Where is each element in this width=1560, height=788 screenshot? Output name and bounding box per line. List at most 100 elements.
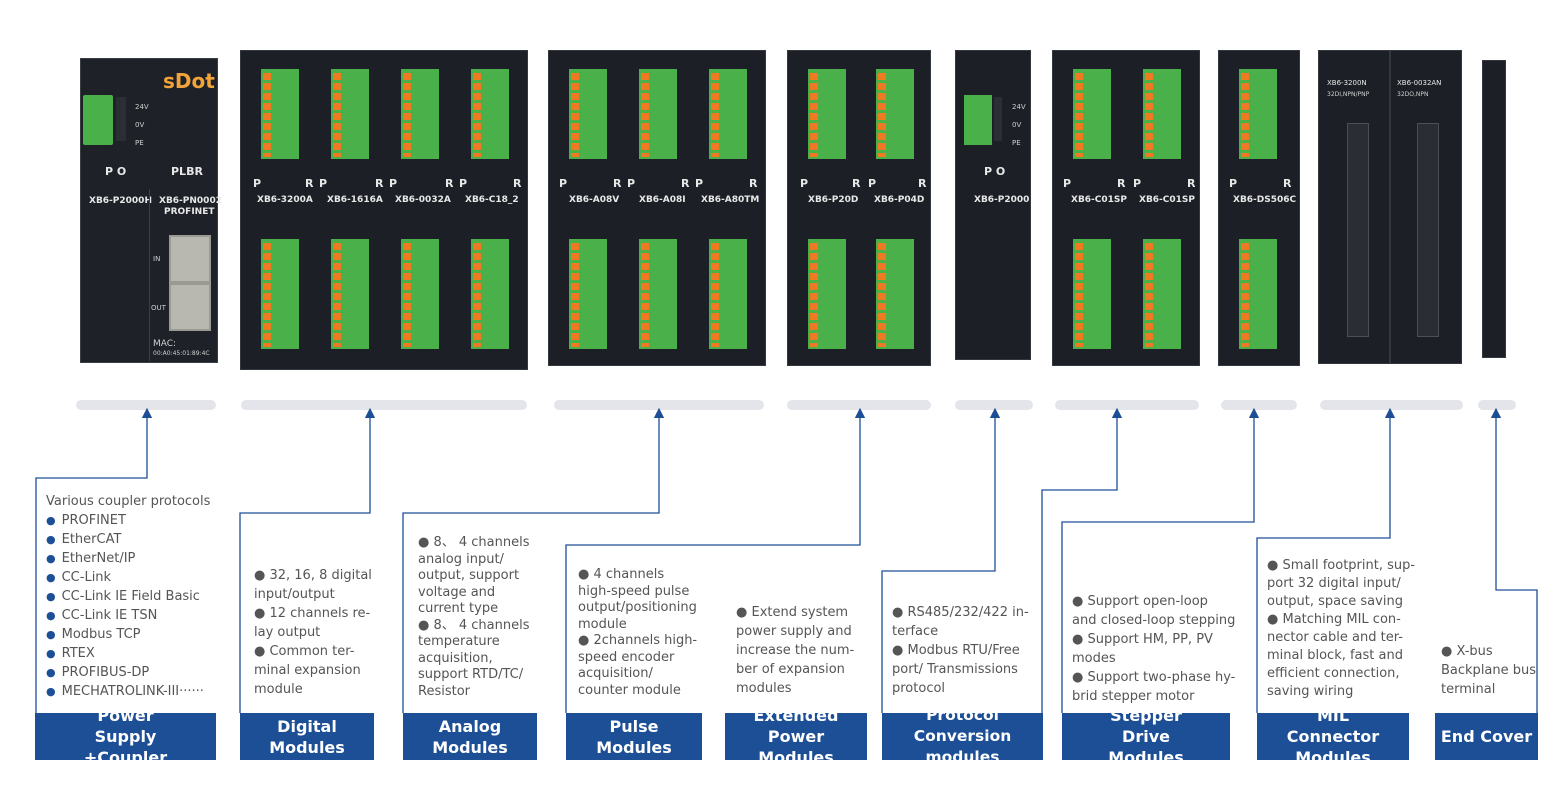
description-line: support RTD/TC/ bbox=[418, 667, 524, 682]
description-heading: Various coupler protocols bbox=[46, 494, 211, 509]
connector-line bbox=[1256, 407, 1396, 713]
digital-description: ● 32, 16, 8 digital input/output ● 12 ch… bbox=[254, 566, 372, 699]
label-24v: 24V bbox=[1012, 103, 1026, 111]
orange-pins bbox=[263, 73, 271, 157]
end-cover-description: ● X-bus Backplane bus terminal bbox=[1441, 642, 1536, 699]
r-led: R bbox=[1117, 177, 1126, 190]
pulse-module-group: P R P R XB6-P20D XB6-P04D bbox=[787, 50, 931, 366]
orange-pins bbox=[711, 73, 719, 157]
model-label: XB6-3200A bbox=[257, 195, 313, 205]
r-led: R bbox=[749, 177, 758, 190]
model-label: XB6-1616A bbox=[327, 195, 383, 205]
label-24v: 24V bbox=[135, 103, 149, 111]
digital-module-group: P R P R P R P R XB6-3200A XB6-1616A XB6-… bbox=[240, 50, 528, 370]
description-line: temperature bbox=[418, 634, 500, 649]
mil-connector bbox=[1347, 123, 1369, 337]
category-stepper-drive: Stepper Drive Modules bbox=[1062, 706, 1230, 767]
category-protocol-conversion: Protocol Conversion modules bbox=[882, 706, 1043, 766]
end-cover bbox=[1482, 60, 1506, 358]
group-bar bbox=[241, 400, 527, 410]
model-label: XB6-0032AN bbox=[1397, 79, 1442, 87]
r-led: R bbox=[1283, 177, 1292, 190]
r-led: R bbox=[852, 177, 861, 190]
list-item: ●EtherCAT bbox=[46, 532, 122, 547]
group-bar bbox=[554, 400, 764, 410]
group-bar bbox=[955, 400, 1033, 410]
orange-pins bbox=[403, 73, 411, 157]
description-line: module bbox=[578, 616, 627, 632]
description-line: acquisition/ bbox=[578, 666, 653, 681]
model-sub-label: 32DO,NPN bbox=[1397, 91, 1429, 98]
protocol-list: ●PROFINET ●EtherCAT ●EtherNet/IP ●CC-Lin… bbox=[46, 511, 210, 701]
stepper-module-group: P R P R XB6-C01SP XB6-C01SP bbox=[1052, 50, 1200, 366]
stepper-description: ● Support open-loop and closed-loop step… bbox=[1072, 592, 1235, 706]
orange-pins bbox=[878, 243, 886, 347]
list-item: ●CC-Link bbox=[46, 570, 112, 585]
model-label: XB6-C01SP bbox=[1071, 195, 1128, 205]
description-line: ● Support open-loop bbox=[1072, 594, 1208, 609]
p-led: P bbox=[319, 177, 328, 190]
description-line: ● RS485/232/422 in- bbox=[892, 605, 1029, 620]
r-led: R bbox=[1187, 177, 1196, 190]
analog-module-group: P R P R P R XB6-A08V XB6-A08I XB6-A80TM bbox=[548, 50, 766, 366]
category-pulse: Pulse Modules bbox=[566, 713, 702, 760]
orange-pins bbox=[473, 73, 481, 157]
extended-power-description: ● Extend system power supply and increas… bbox=[736, 603, 854, 698]
label-in: IN bbox=[153, 255, 161, 263]
orange-pins bbox=[263, 243, 271, 347]
orange-pins bbox=[810, 73, 818, 157]
category-power-supply: Power Supply +Coupler bbox=[35, 706, 216, 767]
category-mil-connector: MIL Connector Modules bbox=[1257, 706, 1409, 767]
orange-pins bbox=[403, 243, 411, 347]
orange-pins bbox=[1241, 73, 1249, 157]
list-item: ●PROFINET bbox=[46, 513, 126, 528]
description-line: analog input/ bbox=[418, 551, 504, 567]
description-line: counter module bbox=[578, 682, 681, 698]
orange-pins bbox=[1241, 243, 1249, 347]
description-line: brid stepper motor bbox=[1072, 689, 1195, 704]
connector-line bbox=[565, 407, 866, 713]
connector-line bbox=[1490, 407, 1538, 713]
ethernet-port-out bbox=[169, 283, 211, 331]
category-end-cover: End Cover bbox=[1435, 713, 1538, 760]
connector-line bbox=[402, 407, 665, 713]
description-line: ● 8、 4 channels bbox=[418, 617, 530, 633]
connector-line bbox=[1041, 407, 1123, 713]
group-bar bbox=[76, 400, 216, 410]
group-bar bbox=[1320, 400, 1463, 410]
p-led: P bbox=[459, 177, 468, 190]
description-line: ● Small footprint, sup- bbox=[1267, 558, 1416, 573]
description-line: voltage and bbox=[418, 584, 496, 600]
description-line: ● Modbus RTU/Free bbox=[892, 643, 1020, 658]
description-line: Backplane bus bbox=[1441, 663, 1537, 678]
led-column bbox=[994, 97, 1002, 141]
p-led: P bbox=[389, 177, 398, 190]
group-bar bbox=[1221, 400, 1297, 410]
description-line: Resistor bbox=[418, 683, 470, 699]
p-led: P bbox=[1133, 177, 1142, 190]
group-bar bbox=[787, 400, 931, 410]
protocol-description: ● RS485/232/422 in- terface ● Modbus RTU… bbox=[892, 603, 1029, 698]
model-label: XB6-PN0002 bbox=[159, 196, 222, 206]
description-line: ● 4 channels bbox=[578, 567, 665, 582]
analog-description: ● 8、 4 channels analog input/ output, su… bbox=[418, 535, 530, 700]
orange-pins bbox=[641, 243, 649, 347]
list-item: ●PROFIBUS-DP bbox=[46, 665, 150, 680]
model-label: XB6-DS506C bbox=[1233, 195, 1297, 205]
description-line: ● 32, 16, 8 digital bbox=[254, 568, 372, 583]
model-label: XB6-A08V bbox=[569, 195, 620, 205]
description-line: minal block, fast and bbox=[1267, 648, 1403, 663]
r-led: R bbox=[445, 177, 454, 190]
power-terminal bbox=[964, 95, 992, 145]
mac-address: 00:A0:45:01:89:4C bbox=[153, 350, 210, 357]
power-supply-description: Various coupler protocols ●PROFINET ●Eth… bbox=[46, 492, 210, 701]
orange-pins bbox=[641, 73, 649, 157]
description-line: lay output bbox=[254, 625, 321, 640]
description-line: output, support bbox=[418, 568, 520, 583]
description-line: ● Matching MIL con- bbox=[1267, 612, 1401, 627]
description-line: input/output bbox=[254, 587, 335, 602]
description-line: output, space saving bbox=[1267, 594, 1403, 609]
coupler-module: sDot 24V 0V PE P O PLBR XB6-P2000H XB6-P… bbox=[80, 58, 222, 363]
description-line: high-speed pulse bbox=[578, 583, 690, 599]
model-label: XB6-P2000 bbox=[974, 195, 1030, 205]
